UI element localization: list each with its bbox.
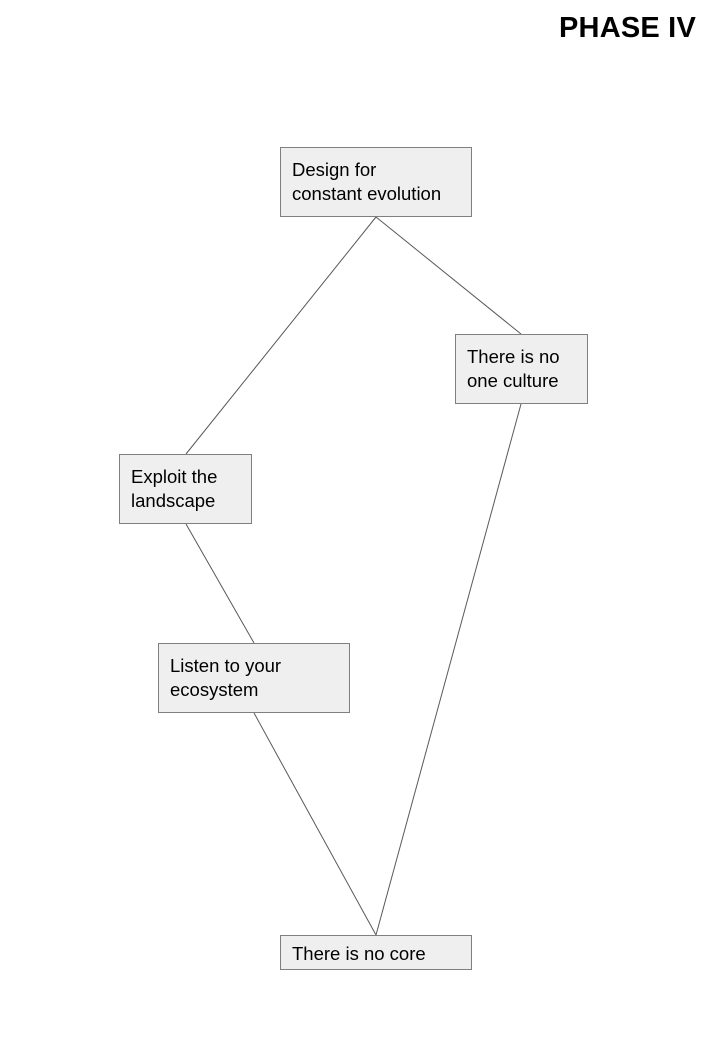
node-there-is-no-one-culture: There is no one culture [455,334,588,404]
phase-title: PHASE IV [559,12,696,44]
connector-design-exploit [185,216,377,455]
connector-design-culture [375,216,522,335]
node-exploit-the-landscape: Exploit the landscape [119,454,252,524]
node-design-for-constant-evolution: Design for constant evolution [280,147,472,217]
node-listen-to-your-ecosystem: Listen to your ecosystem [158,643,350,713]
connector-culture-core [375,403,522,936]
connector-listen-core [253,712,377,936]
node-there-is-no-core: There is no core [280,935,472,970]
connector-exploit-listen [185,523,255,644]
